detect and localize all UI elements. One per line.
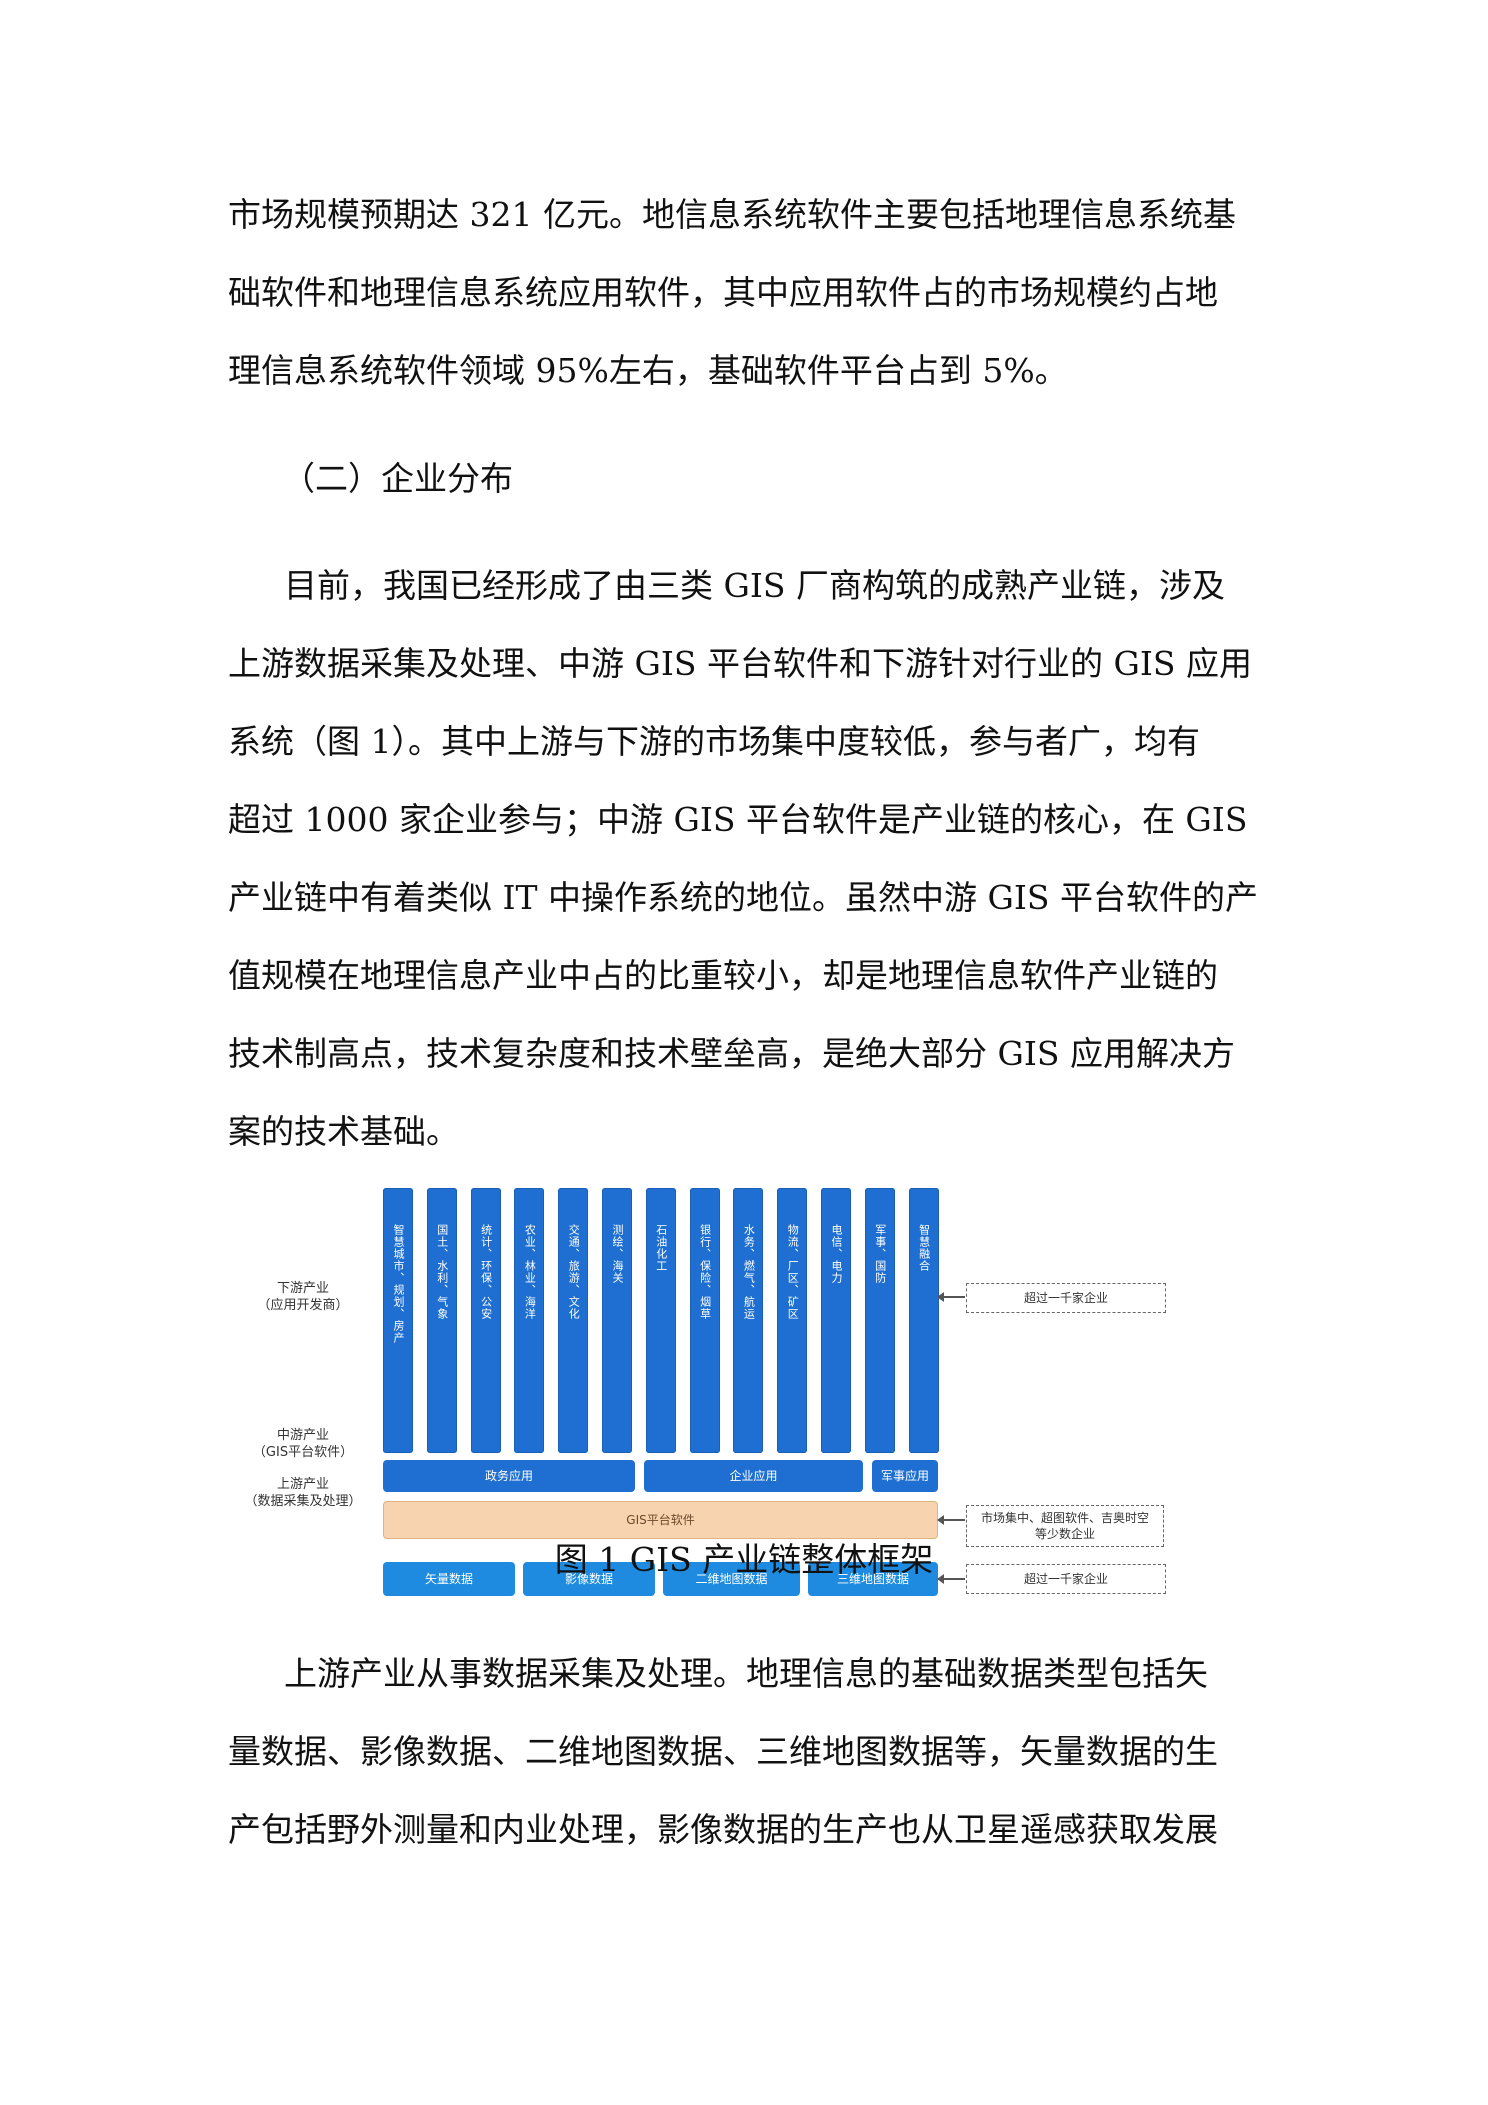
upstream-vector-data: 矢量数据 <box>383 1562 515 1596</box>
text-line: 案的技术基础。 <box>228 1112 459 1151</box>
arrow-left-icon <box>937 1292 965 1302</box>
application-column: 水务、燃气、航运 <box>733 1188 764 1453</box>
application-column-label: 军事、国防 <box>873 1224 887 1284</box>
application-column-label: 交通、旅游、文化 <box>567 1224 581 1320</box>
label-downstream: 下游产业 （应用开发商） <box>257 1281 349 1313</box>
application-column-label: 物流、厂区、矿区 <box>786 1224 800 1320</box>
application-column-label: 测绘、海关 <box>611 1224 624 1284</box>
label-midstream: 中游产业 （GIS平台软件） <box>252 1428 354 1460</box>
application-column: 智慧融合 <box>908 1188 939 1453</box>
gis-platform-bar: GIS平台软件 <box>383 1501 938 1539</box>
gis-industry-chain-figure: 下游产业 （应用开发商） 中游产业 （GIS平台软件） 上游产业 （数据采集及处… <box>238 1180 1168 1596</box>
paragraph-industry-chain: 目前，我国已经形成了由三类 GIS 厂商构筑的成熟产业链，涉及 上游数据采集及处… <box>228 547 1268 1171</box>
application-column-label: 电信、电力 <box>830 1224 843 1284</box>
application-column-label: 智慧融合 <box>917 1224 931 1272</box>
group-gov-apps: 政务应用 <box>383 1460 635 1492</box>
application-column: 统计、环保、公安 <box>470 1188 501 1453</box>
application-column: 电信、电力 <box>821 1188 851 1453</box>
upstream-3d-map-data: 三维地图数据 <box>808 1562 938 1596</box>
upstream-2d-map-data: 二维地图数据 <box>663 1562 800 1596</box>
text-line: 值规模在地理信息产业中占的比重较小，却是地理信息软件产业链的 <box>228 956 1218 995</box>
application-column-label: 智慧城市、规划、房产 <box>392 1224 405 1344</box>
text-line: 上游数据采集及处理、中游 GIS 平台软件和下游针对行业的 GIS 应用 <box>228 644 1252 683</box>
arrow-left-icon <box>937 1574 965 1584</box>
paragraph-market-size: 市场规模预期达 321 亿元。地信息系统软件主要包括地理信息系统基 础软件和地理… <box>228 176 1268 410</box>
upstream-image-data: 影像数据 <box>523 1562 655 1596</box>
application-column: 军事、国防 <box>864 1188 895 1453</box>
application-column-label: 石油化工 <box>654 1224 668 1272</box>
application-column: 农业、林业、海洋 <box>514 1188 545 1453</box>
note-downstream: 超过一千家企业 <box>966 1283 1166 1313</box>
text-line: 量数据、影像数据、二维地图数据、三维地图数据等，矢量数据的生 <box>228 1732 1218 1771</box>
section-heading: （二）企业分布 <box>282 459 513 498</box>
label-upstream: 上游产业 （数据采集及处理） <box>244 1477 362 1509</box>
text-line: 目前，我国已经形成了由三类 GIS 厂商构筑的成熟产业链，涉及 <box>284 566 1225 605</box>
application-column: 智慧城市、规划、房产 <box>383 1188 413 1453</box>
application-column: 国土、水利、气象 <box>426 1188 457 1453</box>
paragraph-upstream: 上游产业从事数据采集及处理。地理信息的基础数据类型包括矢 量数据、影像数据、二维… <box>228 1635 1268 1869</box>
group-military-apps: 军事应用 <box>872 1460 938 1492</box>
application-column: 物流、厂区、矿区 <box>777 1188 808 1453</box>
application-column: 石油化工 <box>645 1188 676 1453</box>
application-column: 测绘、海关 <box>602 1188 632 1453</box>
text-line: 市场规模预期达 321 亿元。地信息系统软件主要包括地理信息系统基 <box>228 195 1236 234</box>
arrow-left-icon <box>937 1515 965 1525</box>
application-column-label: 银行、保险、烟草 <box>698 1224 712 1320</box>
application-column: 银行、保险、烟草 <box>689 1188 720 1453</box>
text-line: 上游产业从事数据采集及处理。地理信息的基础数据类型包括矢 <box>284 1654 1208 1693</box>
text-line: 础软件和地理信息系统应用软件，其中应用软件占的市场规模约占地 <box>228 273 1218 312</box>
text-line: 产包括野外测量和内业处理，影像数据的生产也从卫星遥感获取发展 <box>228 1810 1218 1849</box>
group-enterprise-apps: 企业应用 <box>644 1460 863 1492</box>
figure-caption: 图 1 GIS 产业链整体框架 <box>554 1540 934 1579</box>
text-line: 技术制高点，技术复杂度和技术壁垒高，是绝大部分 GIS 应用解决方 <box>228 1034 1235 1073</box>
application-column-label: 水务、燃气、航运 <box>742 1224 756 1320</box>
application-column-label: 国土、水利、气象 <box>435 1224 449 1320</box>
text-line: 理信息系统软件领域 95%左右，基础软件平台占到 5%。 <box>228 351 1068 390</box>
text-line: 产业链中有着类似 IT 中操作系统的地位。虽然中游 GIS 平台软件的产 <box>228 878 1259 917</box>
text-line: 超过 1000 家企业参与；中游 GIS 平台软件是产业链的核心，在 GIS <box>228 800 1248 839</box>
note-upstream: 超过一千家企业 <box>966 1564 1166 1594</box>
application-column-label: 统计、环保、公安 <box>479 1224 493 1320</box>
text-line: 系统（图 1）。其中上游与下游的市场集中度较低，参与者广，均有 <box>228 722 1200 761</box>
application-column-label: 农业、林业、海洋 <box>523 1224 537 1320</box>
note-midstream: 市场集中、超图软件、吉奥时空 等少数企业 <box>966 1505 1164 1547</box>
application-column: 交通、旅游、文化 <box>558 1188 589 1453</box>
